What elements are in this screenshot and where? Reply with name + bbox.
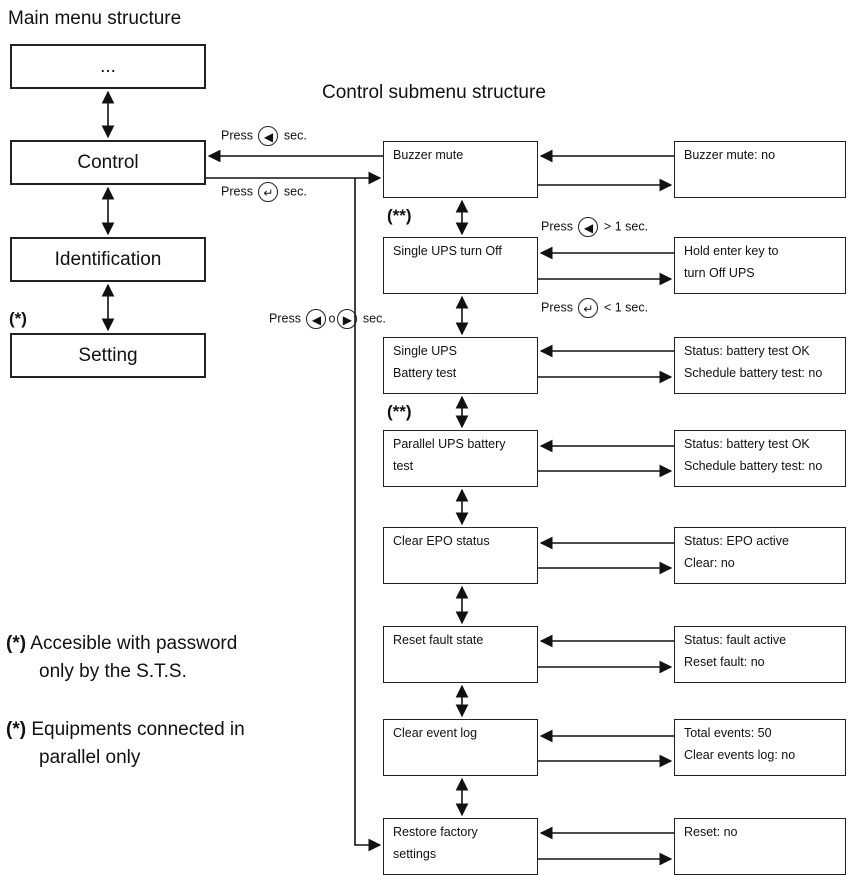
submenu-box-reset-fault-state: Reset fault state (383, 626, 538, 683)
press-text: Press (269, 311, 301, 326)
back-arrow-icon: ◀ (578, 217, 599, 237)
press-text: Press (221, 128, 253, 143)
press-text: Press (541, 300, 573, 315)
value-box-parallel-ups-battery-test: Status: battery test OK Schedule battery … (674, 430, 846, 487)
press-back-label: Press ◀ sec. (221, 126, 307, 146)
value-label: Total events: 50 (684, 726, 772, 740)
value-box-single-ups-battery-test: Status: battery test OK Schedule battery … (674, 337, 846, 394)
press-enter-short-label: Press ↵ < 1 sec. (541, 298, 648, 318)
submenu-box-restore-factory-settings: Restore factory settings (383, 818, 538, 875)
enter-key-icon: ↵ (578, 298, 599, 318)
value-label: Reset fault: no (684, 655, 765, 669)
value-label: Status: fault active (684, 633, 787, 647)
main-menu-control-label: Control (77, 151, 139, 173)
main-menu-ellipsis-label: ... (100, 55, 116, 77)
submenu-box-single-ups-battery-test: Single UPS Battery test (383, 337, 538, 394)
main-menu-ellipsis: ... (10, 44, 206, 89)
note-text: only by the S.T.S. (39, 661, 187, 682)
enter-key-icon: ↵ (258, 182, 279, 202)
submenu-label: Parallel UPS battery (393, 437, 506, 451)
submenu-label: Restore factory (393, 825, 478, 839)
press-text: Press (541, 219, 573, 234)
setting-password-mark: (*) (9, 309, 27, 328)
parallel-only-mark: (**) (387, 402, 412, 421)
press-duration: < 1 sec. (603, 300, 649, 315)
value-label: Buzzer mute: no (684, 148, 776, 162)
submenu-label: Reset fault state (393, 633, 484, 647)
note-text: Equipments connected in (31, 719, 245, 740)
value-label: Clear: no (684, 556, 735, 570)
press-text: Press (221, 184, 253, 199)
value-box-buzzer-mute: Buzzer mute: no (674, 141, 846, 198)
main-menu-identification-label: Identification (54, 248, 162, 270)
submenu-box-clear-epo-status: Clear EPO status (383, 527, 538, 584)
value-box-restore-factory-settings: Reset: no (674, 818, 846, 875)
value-label: Status: battery test OK (684, 344, 810, 358)
press-duration: > 1 sec. (603, 219, 649, 234)
value-label: Status: battery test OK (684, 437, 810, 451)
submenu-label: Buzzer mute (393, 148, 464, 162)
submenu-box-single-ups-turn-off: Single UPS turn Off (383, 237, 538, 294)
submenu-label: Clear EPO status (393, 534, 490, 548)
submenu-box-clear-event-log: Clear event log (383, 719, 538, 776)
main-menu-title: Main menu structure (8, 8, 182, 29)
note-mark: (*) (6, 719, 27, 740)
submenu-label: Battery test (393, 366, 457, 380)
back-arrow-icon: ◀ (258, 126, 279, 146)
submenu-label: Clear event log (393, 726, 478, 740)
main-menu-identification: Identification (10, 237, 206, 282)
value-label: turn Off UPS (684, 266, 755, 280)
value-box-clear-event-log: Total events: 50 Clear events log: no (674, 719, 846, 776)
press-back-long-label: Press ◀ > 1 sec. (541, 217, 648, 237)
value-label: Hold enter key to (684, 244, 779, 258)
submenu-label: settings (393, 847, 437, 861)
value-label: Clear events log: no (684, 748, 796, 762)
arrow-to-restore-factory (354, 178, 382, 852)
note-text: Accesible with password (30, 633, 238, 654)
submenu-label: test (393, 459, 414, 473)
submenu-box-buzzer-mute: Buzzer mute (383, 141, 538, 198)
parallel-only-mark: (**) (387, 206, 412, 225)
press-text: o (328, 311, 336, 326)
main-menu-setting-label: Setting (78, 344, 138, 366)
main-menu-setting: Setting (10, 333, 206, 378)
press-duration: sec. (362, 311, 386, 326)
note-parallel: (*) Equipments connected in parallel onl… (6, 716, 245, 772)
main-menu-control: Control (10, 140, 206, 185)
press-scroll-label: Press ◀o▶ sec. (269, 309, 386, 329)
submenu-title: Control submenu structure (322, 82, 546, 103)
value-label: Reset: no (684, 825, 738, 839)
press-duration: sec. (283, 128, 307, 143)
value-label: Schedule battery test: no (684, 459, 823, 473)
left-arrow-icon: ◀ (306, 309, 327, 329)
value-box-single-ups-turn-off: Hold enter key to turn Off UPS (674, 237, 846, 294)
submenu-box-parallel-ups-battery-test: Parallel UPS battery test (383, 430, 538, 487)
press-duration: sec. (283, 184, 307, 199)
press-enter-label: Press ↵ sec. (221, 182, 307, 202)
value-label: Status: EPO active (684, 534, 789, 548)
submenu-label: Single UPS turn Off (393, 244, 502, 258)
right-arrow-icon: ▶ (337, 309, 358, 329)
note-password: (*) Accesible with password only by the … (6, 630, 237, 686)
note-text: parallel only (39, 747, 141, 768)
value-label: Schedule battery test: no (684, 366, 823, 380)
submenu-label: Single UPS (393, 344, 457, 358)
note-mark: (*) (6, 633, 27, 654)
